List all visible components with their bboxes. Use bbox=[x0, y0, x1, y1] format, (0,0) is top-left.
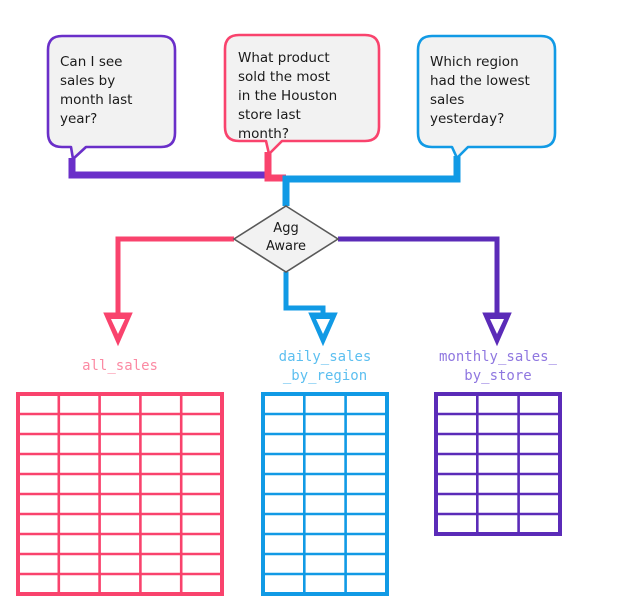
router-decision-diamond[interactable] bbox=[232, 205, 340, 273]
speech-bubble-question-region-lowest[interactable] bbox=[416, 34, 557, 160]
connector-router-to-daily-sales bbox=[283, 272, 338, 347]
speech-bubble-1-shape bbox=[46, 34, 177, 161]
connector-purple-question-to-router bbox=[68, 158, 268, 179]
speech-bubble-3-shape bbox=[416, 34, 557, 160]
table-daily-sales-by-region[interactable] bbox=[261, 392, 389, 596]
speech-bubble-question-month-sales[interactable] bbox=[46, 34, 177, 161]
connector-purple-path bbox=[68, 158, 268, 179]
speech-bubble-question-houston-product[interactable] bbox=[223, 33, 381, 156]
table-monthly-sales-outline bbox=[434, 392, 562, 536]
connector-pink-path bbox=[264, 152, 286, 182]
connector-blue-path bbox=[282, 156, 461, 206]
arrowhead-all-sales-inner bbox=[111, 319, 125, 334]
connector-blue-question-to-router bbox=[282, 156, 461, 206]
speech-bubble-2-shape bbox=[223, 33, 381, 156]
connector-pink-question-to-router bbox=[264, 152, 286, 182]
connector-daily-sales-path bbox=[283, 272, 326, 314]
table-monthly-sales-by-store[interactable] bbox=[434, 392, 562, 536]
connector-router-to-all-sales bbox=[103, 236, 234, 347]
connector-all-sales-path bbox=[115, 236, 234, 314]
table-all-sales[interactable] bbox=[16, 392, 224, 596]
arrowhead-daily-sales-inner bbox=[316, 319, 330, 334]
connector-monthly-sales-path bbox=[338, 236, 500, 314]
connector-router-to-monthly-sales bbox=[338, 236, 512, 347]
arrowhead-monthly-sales-inner bbox=[490, 319, 504, 334]
router-diamond-shape bbox=[232, 205, 340, 273]
